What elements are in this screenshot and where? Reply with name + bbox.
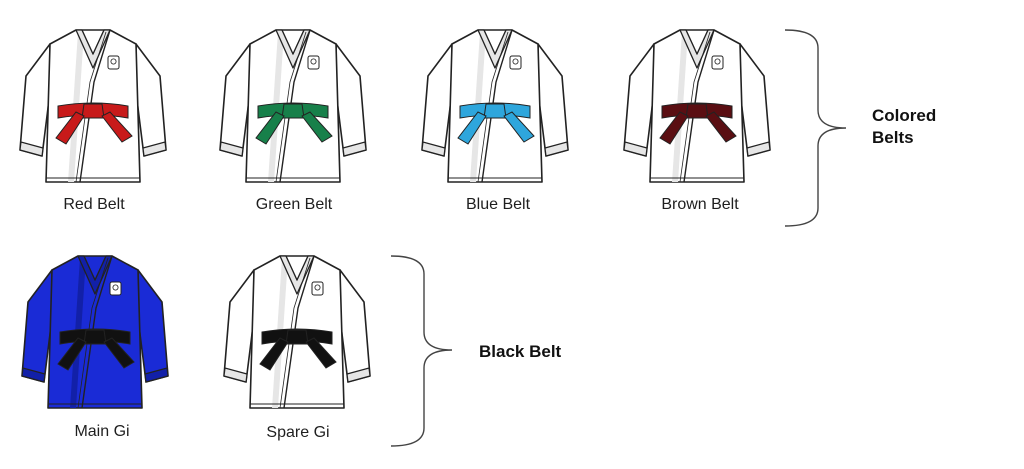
black-belt-brace (390, 255, 453, 447)
blue-belt-label: Blue Belt (465, 196, 531, 213)
blue-belt-gi (420, 22, 570, 192)
green-belt-label: Green Belt (255, 196, 333, 213)
colored-belts-label-line2: Belts (872, 128, 914, 147)
colored-belts-label: Colored Belts (872, 105, 936, 149)
main-gi-label: Main Gi (74, 423, 130, 440)
red-belt-label: Red Belt (63, 196, 125, 213)
colored-belts-label-line1: Colored (872, 106, 937, 125)
main-gi (20, 248, 170, 418)
green-belt-gi (218, 22, 368, 192)
colored-belts-brace (784, 29, 847, 227)
spare-gi (222, 248, 372, 418)
spare-gi-label: Spare Gi (266, 424, 330, 441)
brown-belt-label: Brown Belt (661, 196, 739, 213)
brown-belt-gi (622, 22, 772, 192)
black-belt-group-label: Black Belt (479, 342, 562, 361)
red-belt-gi (18, 22, 168, 192)
